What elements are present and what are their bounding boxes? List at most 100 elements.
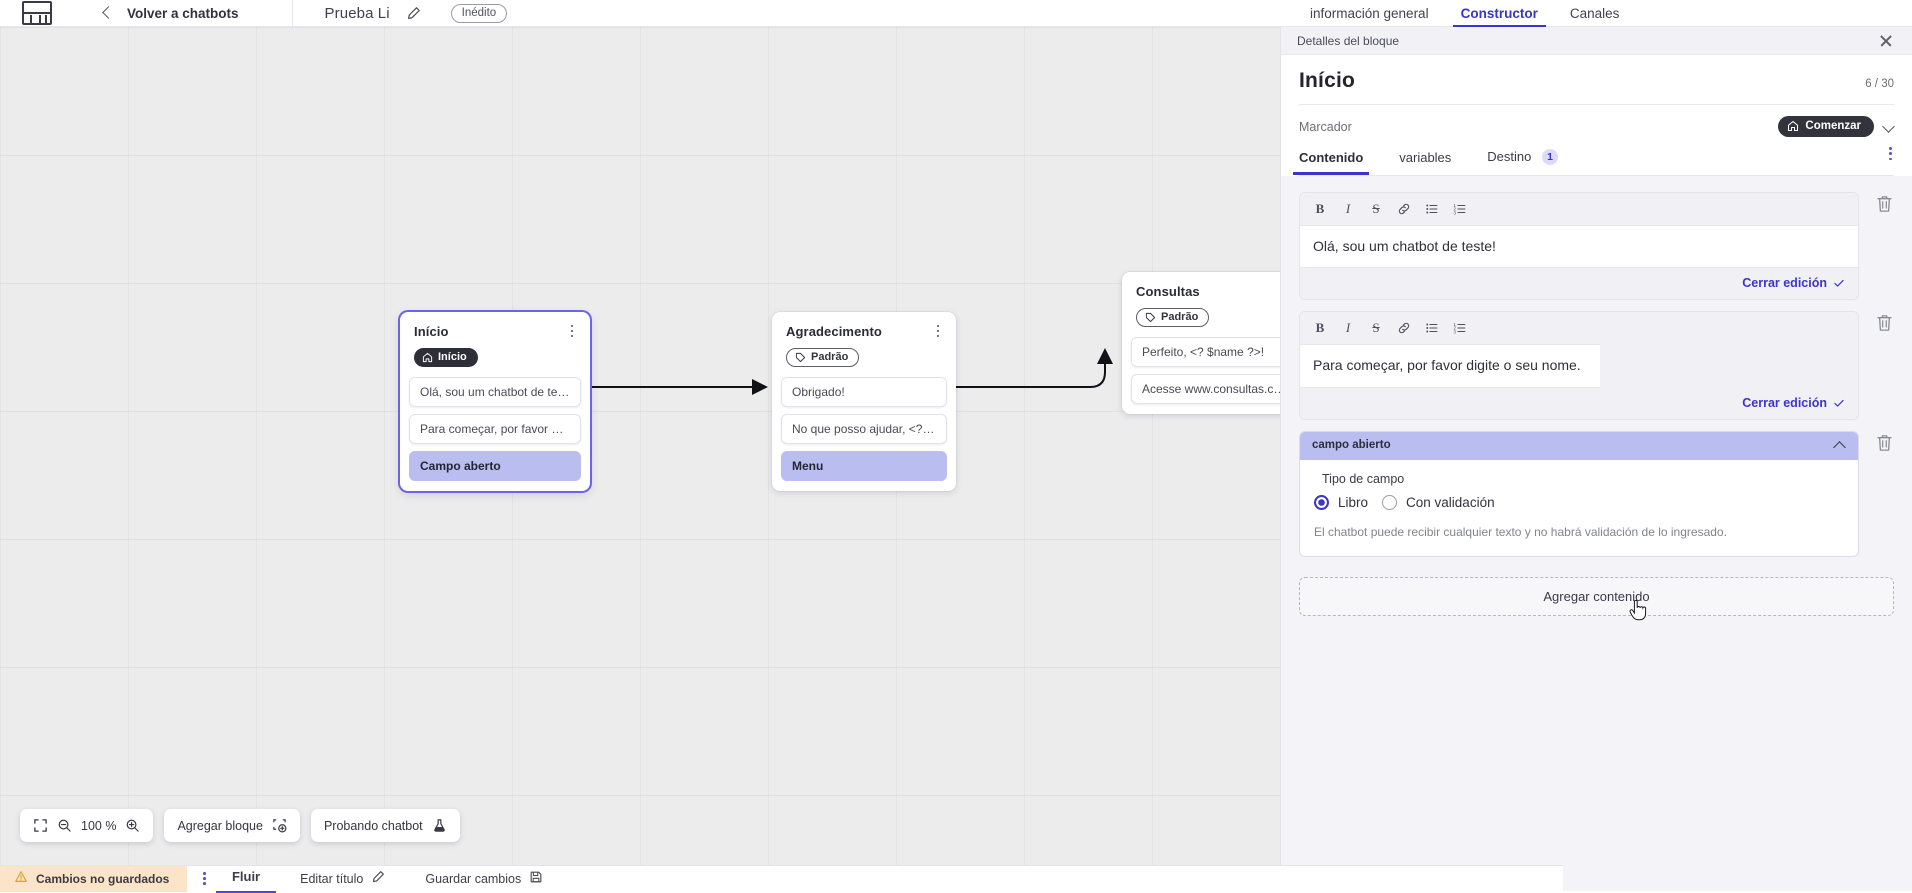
radio-con-validacion-dot[interactable] [1382, 495, 1397, 510]
italic-icon[interactable]: I [1334, 198, 1362, 220]
node-chip[interactable]: Campo aberto [409, 451, 581, 481]
node-body: Obrigado! No que posso ajudar, <? $name … [772, 368, 956, 491]
close-edit-button[interactable]: Cerrar edición [1742, 276, 1845, 290]
panel-header-title: Detalles del bloque [1297, 34, 1399, 48]
marker-badge[interactable]: Comenzar [1778, 116, 1874, 137]
tab-variables[interactable]: variables [1399, 150, 1451, 175]
marker-badge-label: Comenzar [1805, 120, 1861, 132]
node-title: Início [414, 324, 576, 339]
node-title: Agradecimento [786, 324, 942, 339]
edit-title-pencil-icon[interactable] [406, 6, 421, 21]
close-edit-label: Cerrar edición [1742, 276, 1827, 290]
node-menu-icon[interactable] [930, 322, 946, 340]
edit-title-button[interactable]: Editar título [300, 870, 385, 887]
node-chip[interactable]: Para começar, por favor digite o ... [409, 414, 581, 444]
node-body: Olá, sou um chatbot de teste! Para começ… [400, 368, 590, 491]
bullet-list-icon[interactable] [1418, 317, 1446, 339]
toolbar-divider [292, 0, 293, 27]
close-edit-button[interactable]: Cerrar edición [1742, 396, 1845, 410]
tab-fluir[interactable]: Fluir [232, 869, 260, 888]
radio-libro-dot[interactable] [1314, 495, 1329, 510]
zoom-out-icon[interactable] [57, 818, 72, 833]
fit-screen-icon[interactable] [33, 818, 48, 833]
app-logo[interactable] [22, 1, 52, 25]
delete-block-icon[interactable] [1875, 313, 1894, 335]
open-field-card-body: Tipo de campo Libro Con validación El ch… [1300, 460, 1858, 557]
node-chip[interactable]: Acesse www.consultas.com par... [1131, 374, 1299, 404]
chevron-up-icon[interactable] [1833, 439, 1846, 452]
canvas-toolbar: 100 % Agregar bloque Probando chatbot [20, 809, 460, 842]
open-field-card-header[interactable]: campo abierto [1300, 432, 1858, 460]
add-content-button[interactable]: Agregar contenido [1299, 577, 1894, 616]
bold-icon[interactable]: B [1306, 198, 1334, 220]
open-field-card-title: campo abierto [1312, 439, 1391, 451]
marker-value-group: Comenzar [1778, 116, 1894, 137]
delete-block-icon[interactable] [1875, 433, 1894, 455]
zoom-controls[interactable]: 100 % [20, 809, 153, 842]
warning-icon [14, 870, 28, 887]
radio-libro[interactable]: Libro [1314, 495, 1368, 510]
strikethrough-icon[interactable]: S [1362, 317, 1390, 339]
field-type-radios: Libro Con validación [1314, 495, 1844, 510]
pencil-icon [371, 870, 385, 887]
page-title: Início [1299, 69, 1355, 93]
bottom-bar: Cambios no guardados Fluir Editar título… [0, 865, 1563, 891]
tab-contenido-label: Contenido [1299, 150, 1363, 165]
strikethrough-icon[interactable]: S [1362, 198, 1390, 220]
flask-icon [432, 818, 447, 833]
bullet-list-icon[interactable] [1418, 198, 1446, 220]
tab-destino-label: Destino [1487, 149, 1531, 164]
node-chip[interactable]: Menu [781, 451, 947, 481]
add-block-button[interactable]: Agregar bloque [164, 809, 299, 842]
node-menu-icon[interactable] [564, 322, 580, 340]
message-text[interactable]: Para começar, por favor digite o seu nom… [1300, 344, 1600, 387]
italic-icon[interactable]: I [1334, 317, 1362, 339]
svg-text:3: 3 [1454, 330, 1457, 335]
bold-icon[interactable]: B [1306, 317, 1334, 339]
tab-constructor[interactable]: Constructor [1445, 6, 1554, 27]
close-edit-label: Cerrar edición [1742, 396, 1827, 410]
panel-title-row: Início 6 / 30 [1299, 55, 1894, 104]
message-text[interactable]: Olá, sou um chatbot de teste! [1300, 225, 1858, 268]
radio-con-validacion[interactable]: Con validación [1382, 495, 1495, 510]
link-icon[interactable] [1390, 198, 1418, 220]
flow-node-agradecimento[interactable]: Agradecimento Padrão Obrigado! No que po… [772, 312, 956, 491]
tab-destino[interactable]: Destino 1 [1487, 149, 1558, 175]
node-tag: Padrão [1136, 308, 1209, 327]
flow-node-inicio[interactable]: Início Início Olá, sou um chatbot de tes… [400, 312, 590, 491]
link-icon[interactable] [1390, 317, 1418, 339]
zoom-in-icon[interactable] [125, 818, 140, 833]
node-header: Agradecimento Padrão [772, 312, 956, 368]
close-icon[interactable] [1878, 33, 1894, 49]
node-chip[interactable]: Perfeito, <? $name ?>! [1131, 337, 1299, 367]
radio-libro-label: Libro [1338, 495, 1368, 510]
radio-con-validacion-label: Con validación [1406, 495, 1495, 510]
back-to-chatbots-link[interactable]: Volver a chatbots [127, 6, 239, 21]
tab-canales[interactable]: Canales [1554, 6, 1636, 27]
back-chevron-icon[interactable] [100, 6, 114, 20]
save-icon [529, 870, 543, 887]
open-field-card[interactable]: campo abierto Tipo de campo Libro Con va… [1299, 431, 1859, 558]
tag-icon [795, 352, 806, 363]
node-chip[interactable]: Olá, sou um chatbot de teste! [409, 377, 581, 407]
tab-informacion-general[interactable]: información general [1294, 6, 1445, 27]
tab-contenido[interactable]: Contenido [1299, 150, 1363, 175]
home-icon [422, 352, 433, 363]
bottom-menu-icon[interactable] [203, 872, 206, 885]
node-chip[interactable]: No que posso ajudar, <? $name ... [781, 414, 947, 444]
node-chip[interactable]: Obrigado! [781, 377, 947, 407]
save-changes-button[interactable]: Guardar cambios [425, 870, 543, 887]
chevron-down-icon[interactable] [1883, 121, 1894, 132]
zoom-level-label: 100 % [81, 819, 116, 833]
test-chatbot-label: Probando chatbot [324, 819, 423, 833]
delete-block-icon[interactable] [1875, 194, 1894, 216]
panel-more-menu-icon[interactable] [1889, 147, 1892, 160]
test-chatbot-button[interactable]: Probando chatbot [311, 809, 460, 842]
